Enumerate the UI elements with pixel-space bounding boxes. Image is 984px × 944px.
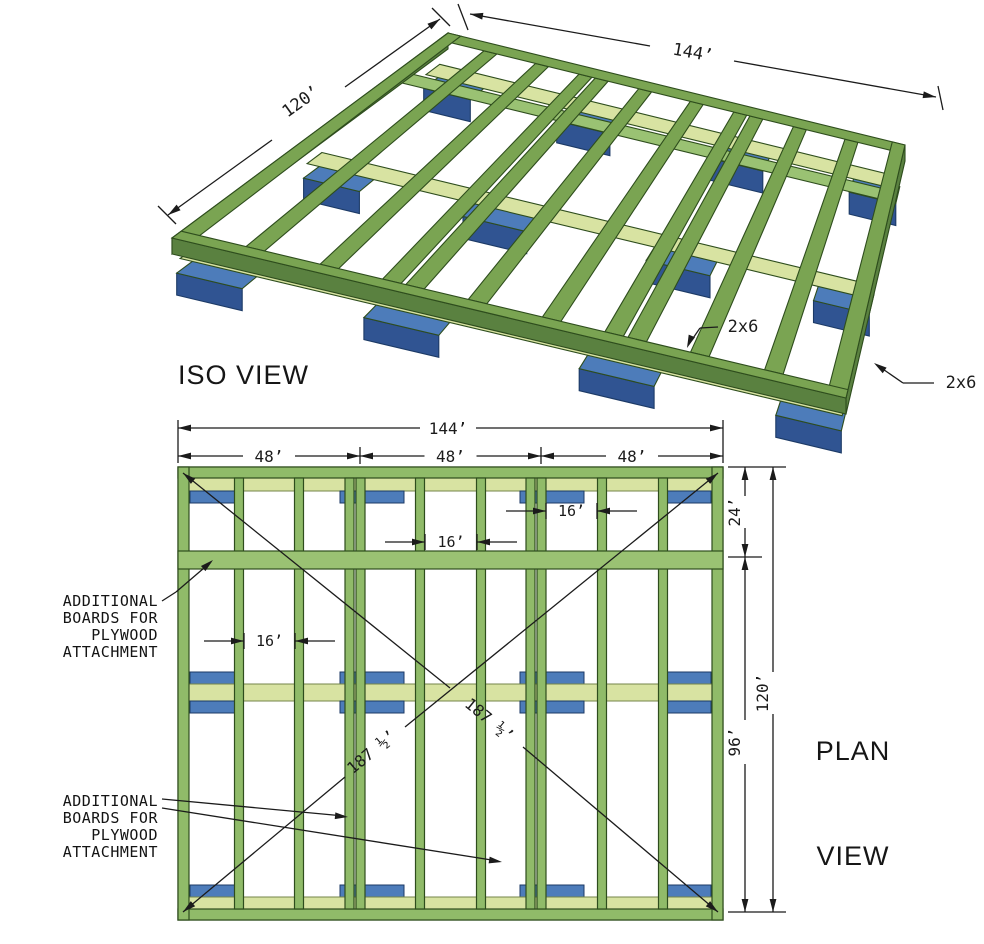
rim-joist-top <box>177 466 724 479</box>
foundation-block <box>519 490 585 504</box>
iso-view-title: ISO VIEW <box>178 360 310 390</box>
note-additional-boards-top: ADDITIONAL BOARDS FOR PLYWOOD ATTACHMENT <box>62 592 158 661</box>
iso-depth-dim-label: 120’ <box>279 82 324 122</box>
joist <box>657 477 669 910</box>
foundation-block <box>189 490 240 504</box>
plan-top-offset-label: 24’ <box>725 498 744 527</box>
plan-total-height-label: 120’ <box>753 674 772 713</box>
joist <box>596 477 608 910</box>
floor-frame-drawing: 144’120’2x62x6144’48’48’48’24’96’120’187… <box>157 3 977 921</box>
rim-joist-right <box>711 466 724 921</box>
plan-bay-width-label: 48’ <box>618 447 647 466</box>
joist <box>536 477 547 910</box>
iso-callout-2x6-rim: 2x6 <box>946 373 977 393</box>
note-additional-boards-bottom: ADDITIONAL BOARDS FOR PLYWOOD ATTACHMENT <box>62 792 158 861</box>
plan-view-title-line1: PLAN <box>815 736 891 766</box>
joist <box>414 477 426 910</box>
runner-board <box>188 477 713 492</box>
foundation-block <box>189 884 240 898</box>
iso-width-dim-label: 144’ <box>671 40 715 67</box>
plan-view-title-line2: VIEW <box>816 841 890 871</box>
joist <box>355 477 366 910</box>
runner-board <box>188 896 713 910</box>
foundation-block <box>662 671 712 685</box>
runner-board <box>188 683 713 702</box>
joist <box>293 477 305 910</box>
plan-bay-width-label: 48’ <box>255 447 284 466</box>
iso-callout-2x6-joist: 2x6 <box>728 317 759 337</box>
plan-note-leaders <box>161 560 502 864</box>
blocking-board-row <box>177 550 724 570</box>
plan-bay-width-label: 48’ <box>436 447 465 466</box>
foundation-block <box>662 884 712 898</box>
plan-lower-span-label: 96’ <box>725 728 744 757</box>
rim-joist-front <box>170 230 849 399</box>
plan-dimensions: 144’48’48’48’24’96’120’187 ½’187 ½’16’16… <box>177 419 786 913</box>
foundation-block <box>189 671 240 685</box>
plan-joist-spacing-label: 16’ <box>558 502 585 520</box>
foundation-block <box>189 700 240 714</box>
rim-joist-bottom <box>177 908 724 921</box>
plan-joist-spacing-label: 16’ <box>256 632 283 650</box>
joist <box>475 477 487 910</box>
foundation-block <box>519 700 585 714</box>
joist-additional-board <box>344 477 355 910</box>
rim-joist-left <box>177 466 190 921</box>
foundation-block <box>662 700 712 714</box>
plan-total-width-label: 144’ <box>429 419 468 438</box>
plan-joist-spacing-label: 16’ <box>437 533 464 551</box>
plan-view-title: PLAN VIEW <box>798 664 908 944</box>
joist-additional-board <box>525 477 536 910</box>
rim-joist-left <box>170 32 462 243</box>
iso-view-drawing <box>170 31 906 454</box>
foundation-block <box>662 490 712 504</box>
joist <box>233 477 245 910</box>
